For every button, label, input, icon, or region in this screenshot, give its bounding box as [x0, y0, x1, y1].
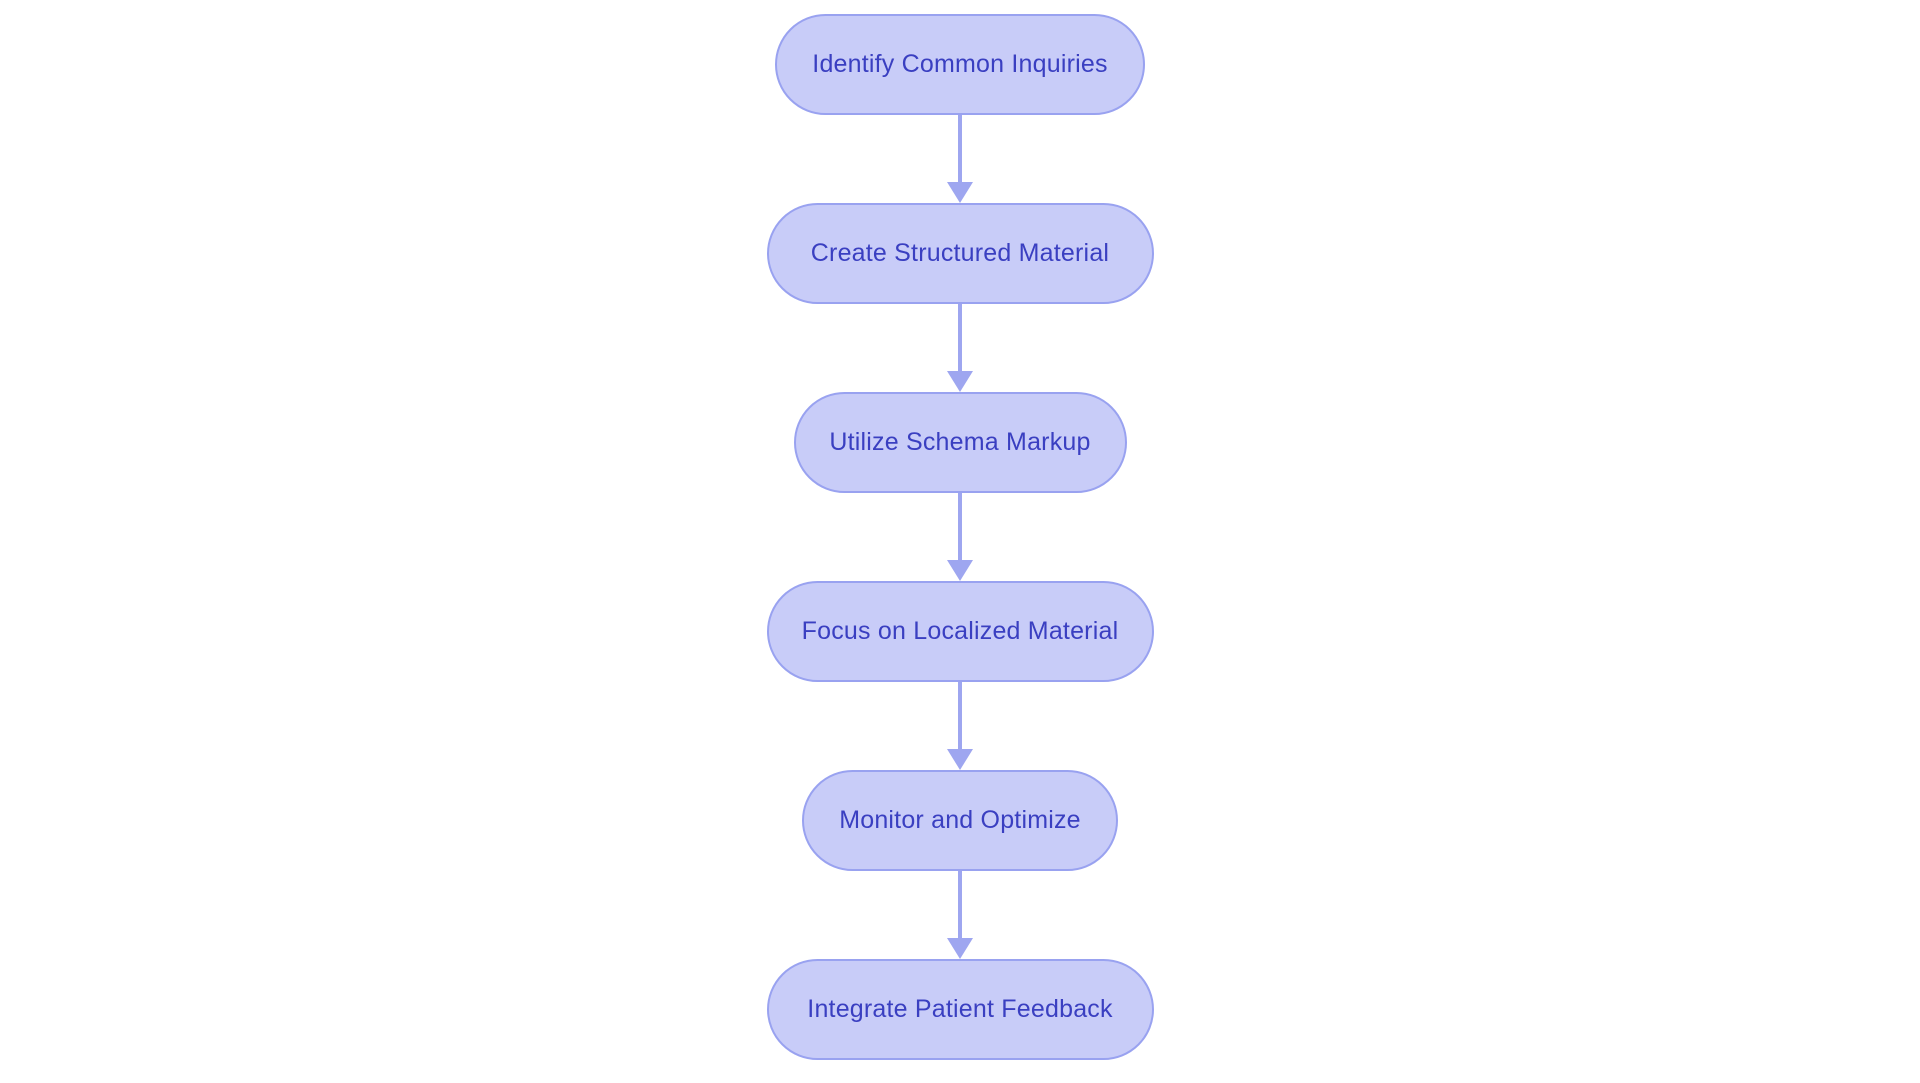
arrow-down-icon	[947, 182, 973, 203]
arrow-line	[958, 304, 962, 371]
flow-node-label: Focus on Localized Material	[801, 617, 1119, 645]
flow-node-identify-common-inquiries: Identify Common Inquiries	[775, 14, 1145, 115]
flow-arrow-1	[947, 115, 973, 203]
arrow-line	[958, 871, 962, 938]
flow-arrow-4	[947, 682, 973, 770]
arrow-down-icon	[947, 749, 973, 770]
arrow-line	[958, 682, 962, 749]
flow-node-focus-on-localized-material: Focus on Localized Material	[766, 581, 1154, 682]
flow-node-label: Integrate Patient Feedback	[807, 995, 1113, 1023]
flow-node-create-structured-material: Create Structured Material	[766, 203, 1154, 304]
flow-node-label: Utilize Schema Markup	[829, 428, 1091, 456]
arrow-down-icon	[947, 371, 973, 392]
flow-node-monitor-and-optimize: Monitor and Optimize	[802, 770, 1118, 871]
arrow-down-icon	[947, 560, 973, 581]
arrow-line	[958, 493, 962, 560]
flow-node-label: Create Structured Material	[810, 239, 1110, 267]
flow-arrow-5	[947, 871, 973, 959]
flow-arrow-3	[947, 493, 973, 581]
arrow-down-icon	[947, 938, 973, 959]
flow-node-label: Monitor and Optimize	[839, 806, 1081, 834]
flow-arrow-2	[947, 304, 973, 392]
arrow-line	[958, 115, 962, 182]
flow-node-integrate-patient-feedback: Integrate Patient Feedback	[766, 959, 1154, 1060]
flow-node-label: Identify Common Inquiries	[812, 50, 1108, 78]
flow-node-utilize-schema-markup: Utilize Schema Markup	[793, 392, 1127, 493]
